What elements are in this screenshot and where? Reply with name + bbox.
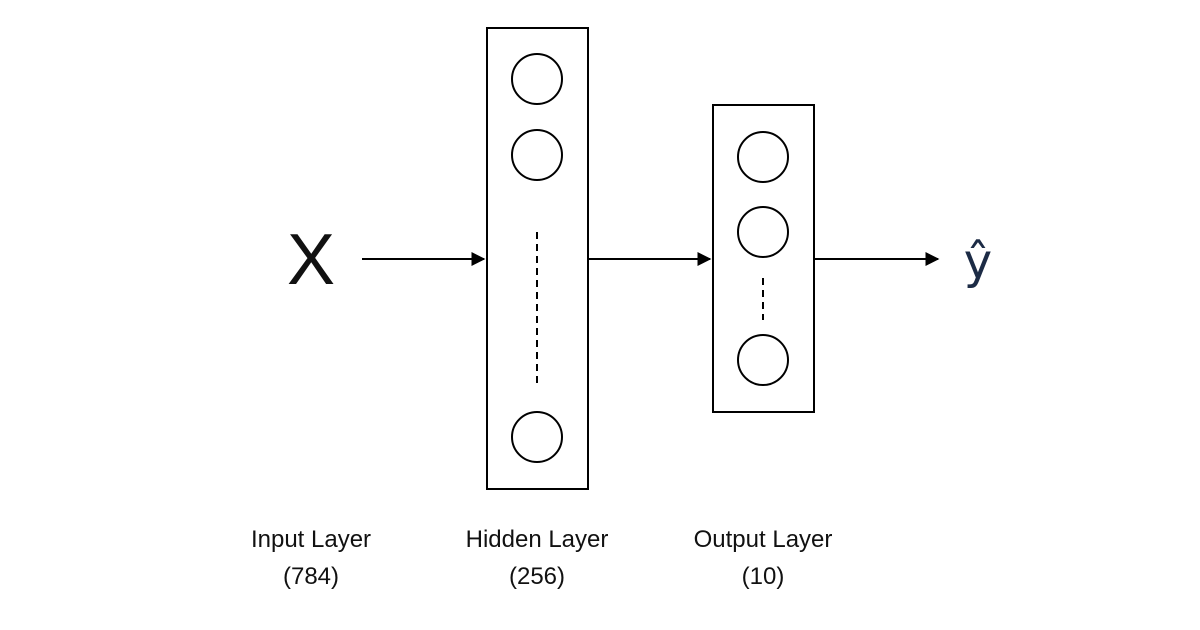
hidden-neuron xyxy=(511,129,563,181)
layer-name: Output Layer xyxy=(694,526,833,553)
layer-name: Hidden Layer xyxy=(466,526,609,553)
output-neuron xyxy=(737,206,789,258)
layer-label-input: Input Layer (784) xyxy=(251,526,371,590)
layer-size: (10) xyxy=(742,563,785,590)
layer-name: Input Layer xyxy=(251,526,371,553)
hidden-layer xyxy=(486,27,589,490)
hidden-neuron xyxy=(511,411,563,463)
prediction-symbol: ŷ xyxy=(964,234,992,290)
input-symbol: X xyxy=(287,220,335,300)
layer-size: (784) xyxy=(283,563,339,590)
hidden-neuron xyxy=(511,53,563,105)
output-layer xyxy=(712,104,815,413)
layer-label-output: Output Layer (10) xyxy=(694,526,833,590)
output-neuron xyxy=(737,334,789,386)
layer-label-hidden: Hidden Layer (256) xyxy=(466,526,609,590)
output-neuron xyxy=(737,131,789,183)
layer-size: (256) xyxy=(509,563,565,590)
